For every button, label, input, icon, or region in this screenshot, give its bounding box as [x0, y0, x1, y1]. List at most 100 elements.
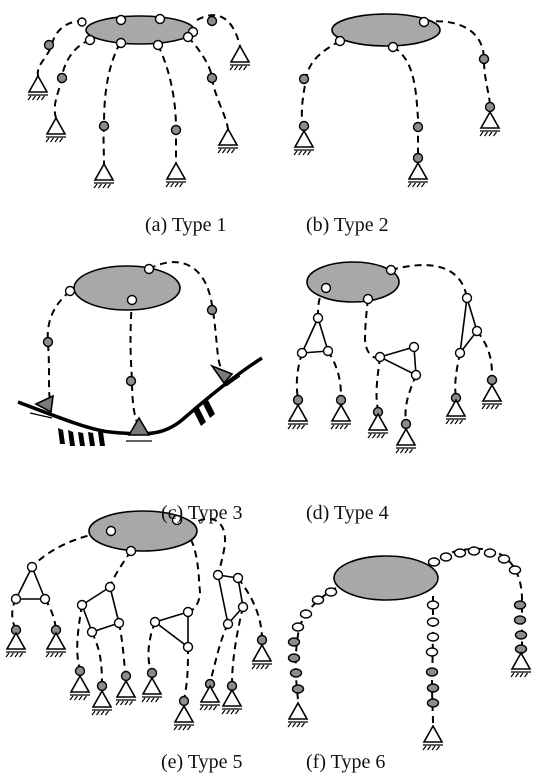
support-hatch: [495, 404, 499, 410]
caption-type-4: (d) Type 4: [306, 502, 389, 524]
support-hatch: [251, 664, 256, 670]
ground-support: [510, 651, 532, 678]
rigid-link: [154, 621, 189, 648]
dashed-limb: [31, 530, 112, 568]
passive-joint: [299, 609, 313, 619]
dashed-limb: [476, 330, 493, 379]
passive-joint: [408, 341, 420, 353]
terrain-stripe: [58, 428, 65, 444]
ground-support: [422, 724, 444, 751]
actuated-joint: [206, 72, 218, 84]
passive-joint: [374, 351, 386, 363]
passive-joint: [126, 294, 138, 306]
ground-support: [221, 688, 243, 715]
actuated-joint: [426, 683, 440, 693]
actuated-joint: [256, 634, 268, 646]
passive-joint: [154, 13, 166, 25]
support-hatch: [230, 709, 235, 715]
actuated-joint: [291, 684, 305, 694]
rigid-link: [317, 317, 329, 352]
terrain-stripe: [98, 432, 105, 446]
support-triangle: [173, 704, 195, 723]
passive-joint: [453, 548, 467, 558]
support-hatch: [416, 182, 421, 188]
actuated-joint: [513, 615, 527, 625]
passive-joint: [237, 601, 249, 613]
actuated-joint: [42, 336, 54, 348]
actuated-joint: [98, 120, 110, 132]
passive-joint: [182, 31, 194, 43]
dashed-limb: [129, 299, 139, 426]
support-triangle: [69, 674, 91, 693]
support-hatch: [10, 652, 14, 658]
support-hatch: [445, 419, 450, 425]
actuated-joint: [486, 374, 498, 386]
dashed-limb: [176, 519, 202, 613]
support-hatch: [479, 131, 484, 137]
support-hatch: [78, 695, 83, 701]
support-triangle: [45, 116, 67, 135]
support-triangle: [479, 110, 501, 129]
support-hatch: [372, 433, 376, 439]
support-triangle: [45, 631, 67, 650]
dashed-limb: [295, 352, 303, 399]
support-hatch: [367, 433, 372, 439]
caption-type-3: (c) Type 3: [161, 502, 243, 524]
support-hatch: [422, 745, 427, 751]
support-hatch: [45, 137, 50, 143]
actuated-joint: [287, 653, 301, 663]
support-triangle: [287, 403, 309, 422]
actuated-joint: [125, 375, 137, 387]
actuated-joint: [298, 120, 310, 132]
support-hatch: [292, 722, 296, 728]
support-hatch: [287, 424, 292, 430]
support-hatch: [69, 695, 74, 701]
support-triangle: [330, 403, 352, 422]
dashed-limb: [231, 606, 244, 686]
support-hatch: [260, 664, 265, 670]
support-triangle: [5, 631, 27, 650]
support-hatch: [124, 700, 129, 706]
ground-support: [293, 129, 315, 156]
ground-support: [91, 689, 113, 716]
support-hatch: [5, 652, 10, 658]
support-triangle: [229, 44, 251, 63]
ground-support: [287, 403, 309, 430]
passive-joint: [64, 285, 76, 297]
actuated-joint: [292, 394, 304, 406]
dashed-limb: [187, 517, 227, 576]
support-hatch: [519, 672, 524, 678]
support-hatch: [96, 710, 100, 716]
support-hatch: [179, 182, 183, 188]
support-triangle: [27, 74, 49, 93]
passive-joint: [77, 17, 87, 27]
support-hatch: [100, 710, 105, 716]
actuated-joint: [178, 695, 190, 707]
support-hatch: [395, 448, 400, 454]
passive-joint: [322, 345, 334, 357]
support-hatch: [265, 664, 269, 670]
support-hatch: [292, 424, 296, 430]
support-hatch: [307, 150, 311, 156]
dashed-limb: [109, 550, 132, 588]
ground-support: [445, 398, 467, 425]
support-hatch: [427, 745, 431, 751]
ground-support: [407, 161, 429, 188]
terrain-support-base: [225, 375, 241, 387]
support-hatch: [493, 131, 497, 137]
support-triangle: [221, 688, 243, 707]
support-hatch: [173, 725, 178, 731]
support-hatch: [59, 652, 63, 658]
rigid-link: [379, 356, 417, 376]
support-triangle: [367, 412, 389, 431]
support-hatch: [199, 705, 204, 711]
passive-joint: [143, 263, 155, 275]
actuated-joint: [120, 670, 132, 682]
support-hatch: [431, 745, 436, 751]
moving-platform: [85, 15, 195, 45]
support-hatch: [54, 652, 59, 658]
support-hatch: [174, 182, 179, 188]
support-hatch: [50, 137, 54, 143]
passive-joint: [454, 347, 466, 359]
dashed-limb: [404, 374, 417, 425]
